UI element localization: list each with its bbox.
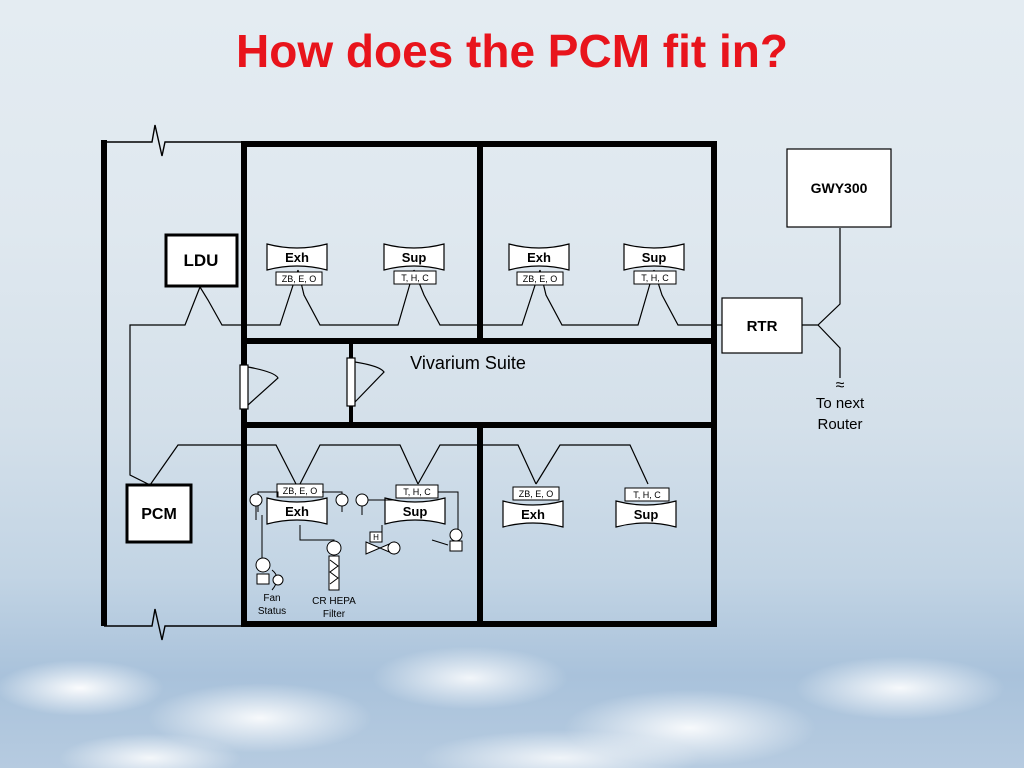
- exhaust-valve-bottom-right[interactable]: Exh: [502, 500, 564, 528]
- sup-tag-bottom-right: T, H, C: [633, 490, 661, 500]
- supply-valve-bottom-left[interactable]: Sup: [384, 497, 446, 525]
- sup-label: Sup: [403, 504, 428, 519]
- exh-tag-bottom-right: ZB, E, O: [519, 489, 554, 499]
- hepa-filter-line2: Filter: [323, 609, 346, 620]
- sup-tag-top-right: T, H, C: [641, 273, 669, 283]
- bottom-network-wire: [149, 444, 649, 486]
- sensor-instruments: [249, 491, 463, 591]
- sup-label: Sup: [634, 507, 659, 522]
- exh-label: Exh: [285, 250, 309, 265]
- suite-label: Vivarium Suite: [410, 353, 526, 373]
- sup-label: Sup: [642, 250, 667, 265]
- exh-label: Exh: [521, 507, 545, 522]
- pcm-label: PCM: [141, 506, 177, 523]
- gwy300-device[interactable]: GWY300: [786, 148, 892, 228]
- gateway-wire: [802, 228, 841, 378]
- door-right: [346, 357, 385, 407]
- supply-valve-top-left[interactable]: Sup: [383, 243, 445, 271]
- door-left: [239, 364, 279, 410]
- exhaust-valve-top-right[interactable]: Exh: [508, 243, 570, 271]
- sup-label: Sup: [402, 250, 427, 265]
- ldu-device[interactable]: LDU: [164, 233, 239, 288]
- pcm-device[interactable]: PCM: [125, 483, 193, 544]
- exh-tag-bottom-left: ZB, E, O: [283, 486, 318, 496]
- fan-status-line1: Fan: [263, 593, 280, 604]
- exh-label: Exh: [527, 250, 551, 265]
- rtr-device[interactable]: RTR: [721, 297, 803, 354]
- exh-tag-top-right: ZB, E, O: [523, 274, 558, 284]
- boundary-break-lines: [104, 124, 244, 641]
- page-title: How does the PCM fit in?: [236, 25, 788, 77]
- exhaust-valve-bottom-left[interactable]: Exh: [266, 497, 328, 525]
- gwy300-label: GWY300: [811, 180, 868, 196]
- router-note-line1: To next: [816, 395, 865, 412]
- exh-label: Exh: [285, 504, 309, 519]
- building-walls: [101, 140, 717, 627]
- exh-tag-top-left: ZB, E, O: [282, 274, 317, 284]
- squiggle-icon: ≈: [836, 377, 845, 394]
- supply-valve-bottom-right[interactable]: Sup: [615, 500, 677, 528]
- fan-status-line2: Status: [258, 606, 286, 617]
- exhaust-valve-top-left[interactable]: Exh: [266, 243, 328, 271]
- humidity-sensor-label: H: [373, 533, 379, 542]
- ldu-label: LDU: [184, 251, 219, 270]
- supply-valve-top-right[interactable]: Sup: [623, 243, 685, 271]
- sup-tag-top-left: T, H, C: [401, 273, 429, 283]
- cloud-background: [0, 618, 1024, 768]
- rtr-label: RTR: [747, 318, 778, 335]
- router-note-line2: Router: [817, 416, 862, 433]
- hepa-filter-line1: CR HEPA: [312, 596, 356, 607]
- sup-tag-bottom-left: T, H, C: [403, 487, 431, 497]
